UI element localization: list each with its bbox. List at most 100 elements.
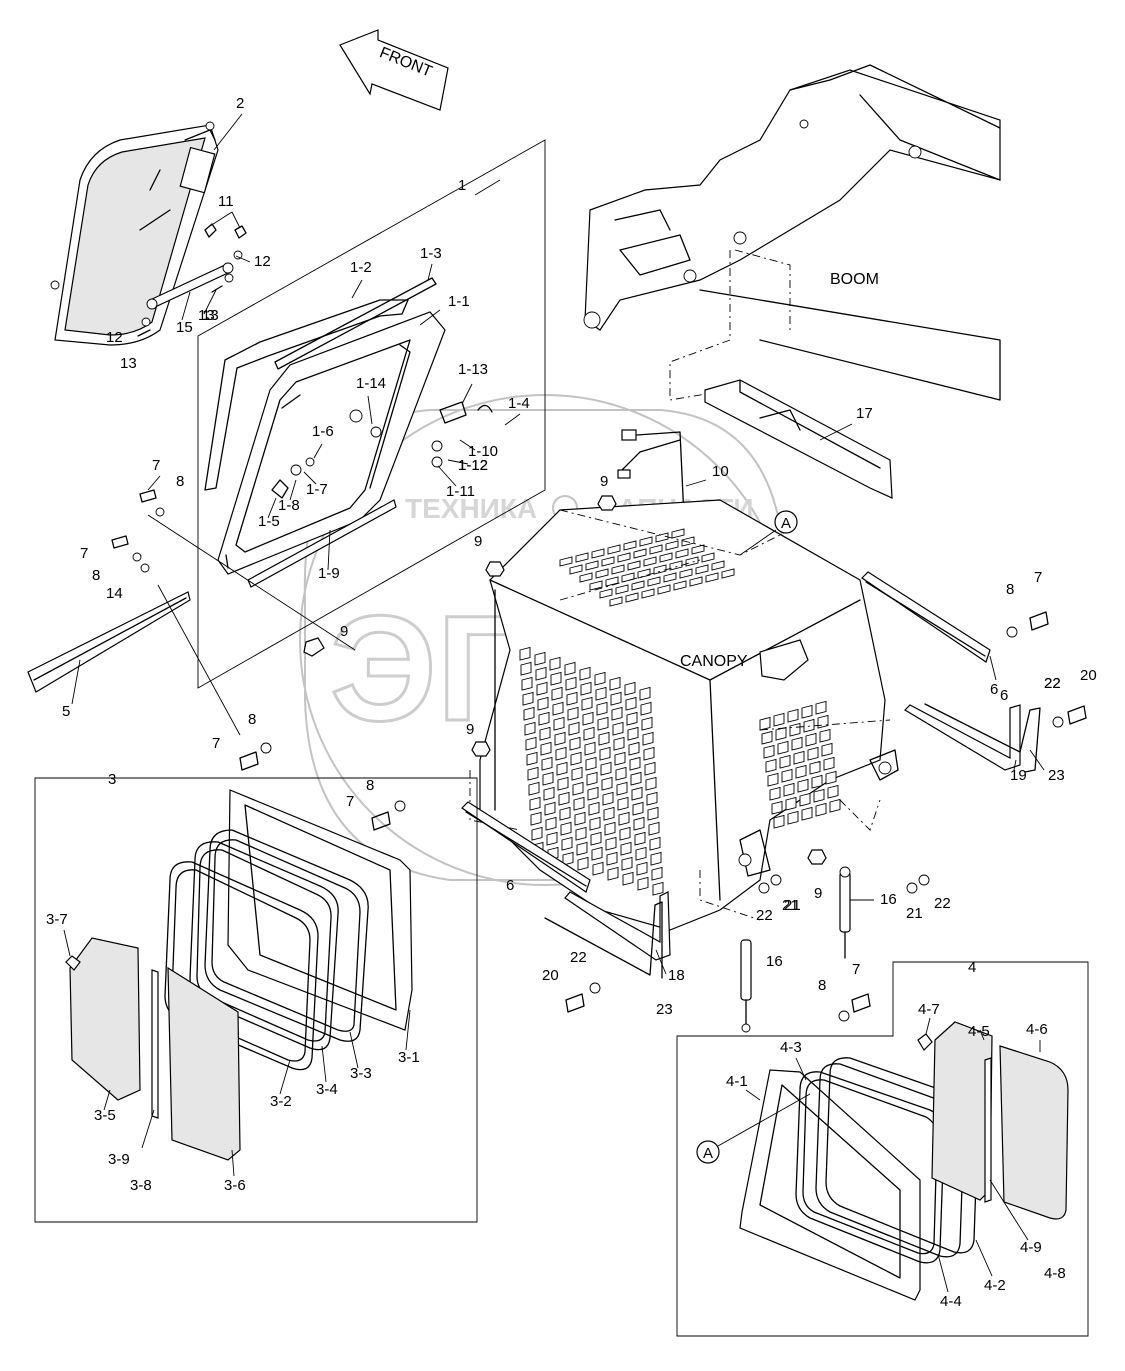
callout-9: 9 [466,721,474,738]
callout-1-14: 1-14 [356,375,386,392]
callout-4-6: 4-6 [1026,1021,1048,1038]
vent-slot [575,552,589,563]
boom-label: BOOM [830,271,879,288]
leader-12 [235,255,251,263]
vent-slot [817,714,829,729]
leader-1-4 [504,413,521,426]
leader-3-1 [405,1009,411,1051]
callout-1-2: 1-2 [350,259,372,276]
leader-7 [147,475,161,491]
leader-1-8 [289,479,297,501]
vent-slot [827,784,839,799]
vent-slot [579,572,593,583]
leader-3-5 [103,1089,111,1111]
vent-slot [566,691,578,706]
vent-slot [597,716,609,731]
callout-20: 20 [542,967,559,984]
vent-slot [659,552,673,563]
vent-slot [807,746,819,761]
vent-slot [576,841,588,856]
leader-1-5 [267,497,277,519]
bracket-19 [904,703,1041,773]
vent-slot [552,701,564,716]
vent-slot [603,806,615,821]
vent-slot [675,548,689,559]
callout-1-6: 1-6 [312,423,334,440]
leader-2 [213,113,243,151]
vent-slot [580,681,592,696]
callout-5: 5 [62,703,70,720]
vent-slot [640,701,652,716]
vent-slot [773,814,785,829]
vent-slot [795,764,807,779]
callout-22: 22 [756,907,773,924]
vent-slot [526,751,538,766]
leader-1-9 [327,529,331,571]
vent-slot [607,866,619,881]
vent-slot [549,656,561,671]
callout-11: 11 [218,193,234,210]
vent-slot [621,856,633,871]
vent-slot [531,826,543,841]
vent-slot [521,676,533,691]
callout-1: 1 [458,177,466,194]
vent-slot [819,728,831,743]
callout-23: 23 [656,1001,673,1018]
vent-slot [519,646,531,661]
vent-slot [589,816,601,831]
callout-21: 21 [906,905,923,922]
vent-slot [559,806,571,821]
vent-slot [537,696,549,711]
callout-1-1: 1-1 [448,293,470,310]
vent-slot [649,544,663,555]
callout-2: 2 [236,95,244,112]
vent-slot [602,791,614,806]
vent-slot [805,732,817,747]
vent-slot [785,796,797,811]
callout-22: 22 [570,949,587,966]
vent-slot [613,736,625,751]
vent-slot [801,704,813,719]
vent-slot [765,758,777,773]
leader-17 [819,423,853,441]
canopy: CANOPY [479,499,899,931]
vent-slot [647,806,659,821]
callout-3-4: 3-4 [316,1081,338,1098]
callout-1-3: 1-3 [420,245,442,262]
vent-slot [554,731,566,746]
vent-slot [671,528,685,539]
boom: BOOM [583,64,1001,401]
vent-slot [556,761,568,776]
vent-slot [591,548,605,559]
leader-3-4 [321,1045,327,1083]
leader-3-2 [279,1059,291,1095]
callout-22: 22 [1044,675,1061,692]
vent-slot [803,718,815,733]
callout-1-7: 1-7 [306,481,328,498]
vent-slot [590,831,602,846]
callout-14: 14 [106,585,123,602]
fasteners [239,495,1087,1022]
callout-1-5: 1-5 [258,513,280,530]
vent-slot [777,740,789,755]
leader-3-9 [141,1109,155,1149]
vent-slot [721,568,735,579]
vent-slot [689,576,703,587]
leader-lines [63,113,1045,1293]
canopy-label: CANOPY [680,653,748,670]
vent-slot [787,708,799,723]
vent-slot [568,721,580,736]
callout-4-5: 4-5 [968,1023,990,1040]
leader-1-7 [303,471,317,485]
callout-4-7: 4-7 [918,1001,940,1018]
watermark-left-text: ТЕХНИКА [405,493,537,524]
gas-struts-16 [740,866,851,1033]
vent-slot [636,861,648,876]
vent-slot [648,821,660,836]
vent-slot [536,681,548,696]
vent-slot [637,568,651,579]
leader-1-1 [419,309,441,326]
callout-13: 13 [198,307,215,324]
vent-slot [632,801,644,816]
